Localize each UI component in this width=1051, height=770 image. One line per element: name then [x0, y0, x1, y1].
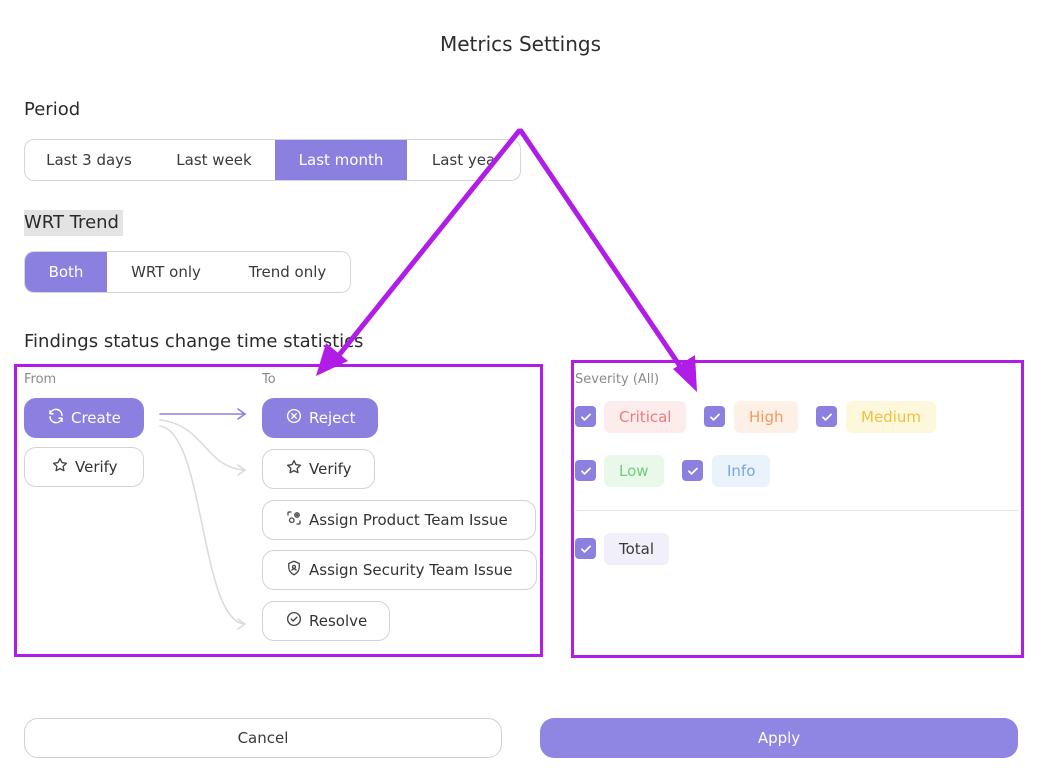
severity-info-checkbox[interactable] — [682, 460, 703, 481]
check-icon — [709, 413, 720, 421]
star-icon — [285, 458, 303, 480]
annotation-box-severity — [571, 360, 1024, 658]
severity-high-tag: High — [734, 401, 799, 433]
to-verify-label: Verify — [309, 460, 352, 478]
to-reject-label: Reject — [309, 409, 356, 427]
period-option-last-month[interactable]: Last month — [275, 140, 407, 180]
period-segmented-control: Last 3 days Last week Last month Last ye… — [24, 139, 521, 181]
from-label: From — [24, 372, 57, 387]
severity-medium-tag: Medium — [846, 401, 936, 433]
severity-critical-checkbox[interactable] — [575, 406, 596, 427]
wrt-option-both[interactable]: Both — [25, 252, 107, 292]
period-option-last-year[interactable]: Last yea — [431, 151, 496, 169]
check-icon — [687, 467, 698, 475]
to-label: To — [262, 372, 276, 387]
from-verify-button[interactable]: Verify — [24, 447, 144, 487]
period-title: Period — [24, 99, 81, 120]
product-team-icon — [285, 509, 303, 531]
to-verify-button[interactable]: Verify — [262, 449, 375, 489]
to-reject-button[interactable]: Reject — [262, 398, 378, 438]
to-resolve-label: Resolve — [309, 612, 368, 630]
total-checkbox[interactable] — [575, 538, 596, 559]
annotation-arrow-right — [518, 128, 691, 381]
check-icon — [821, 413, 832, 421]
from-verify-label: Verify — [75, 458, 118, 476]
check-icon — [580, 467, 591, 475]
shield-user-icon — [285, 559, 303, 581]
period-option-last-3-days[interactable]: Last 3 days — [46, 151, 132, 169]
severity-low-checkbox[interactable] — [575, 460, 596, 481]
cancel-button[interactable]: Cancel — [24, 718, 502, 758]
apply-button[interactable]: Apply — [540, 718, 1018, 758]
total-tag: Total — [604, 533, 670, 565]
to-assign-product-team-label: Assign Product Team Issue — [309, 511, 508, 529]
severity-low-tag: Low — [604, 455, 664, 487]
to-resolve-button[interactable]: Resolve — [262, 601, 390, 641]
severity-high-checkbox[interactable] — [704, 406, 725, 427]
to-assign-product-team-button[interactable]: Assign Product Team Issue — [262, 500, 536, 540]
period-option-last-week[interactable]: Last week — [176, 151, 252, 169]
wrt-option-trend-only[interactable]: Trend only — [248, 263, 327, 281]
from-create-label: Create — [71, 409, 121, 427]
severity-divider — [575, 510, 1018, 511]
to-assign-security-team-label: Assign Security Team Issue — [309, 561, 513, 579]
check-circle-icon — [285, 610, 303, 632]
severity-medium-checkbox[interactable] — [816, 406, 837, 427]
check-icon — [580, 545, 591, 553]
to-assign-security-team-button[interactable]: Assign Security Team Issue — [262, 550, 537, 590]
findings-title: Findings status change time statistics — [24, 331, 364, 352]
severity-critical-tag: Critical — [604, 401, 687, 433]
star-icon — [51, 456, 69, 478]
page-title: Metrics Settings — [440, 32, 601, 56]
severity-info-tag: Info — [712, 455, 771, 487]
wrt-option-wrt-only[interactable]: WRT only — [131, 263, 201, 281]
wrt-trend-title: WRT Trend — [24, 210, 123, 236]
x-circle-icon — [285, 407, 303, 429]
refresh-icon — [47, 407, 65, 429]
annotation-box-status-transitions — [14, 364, 543, 657]
check-icon — [580, 413, 591, 421]
wrt-trend-segmented-control: Both WRT only Trend only — [24, 251, 351, 293]
from-create-button[interactable]: Create — [24, 398, 144, 438]
